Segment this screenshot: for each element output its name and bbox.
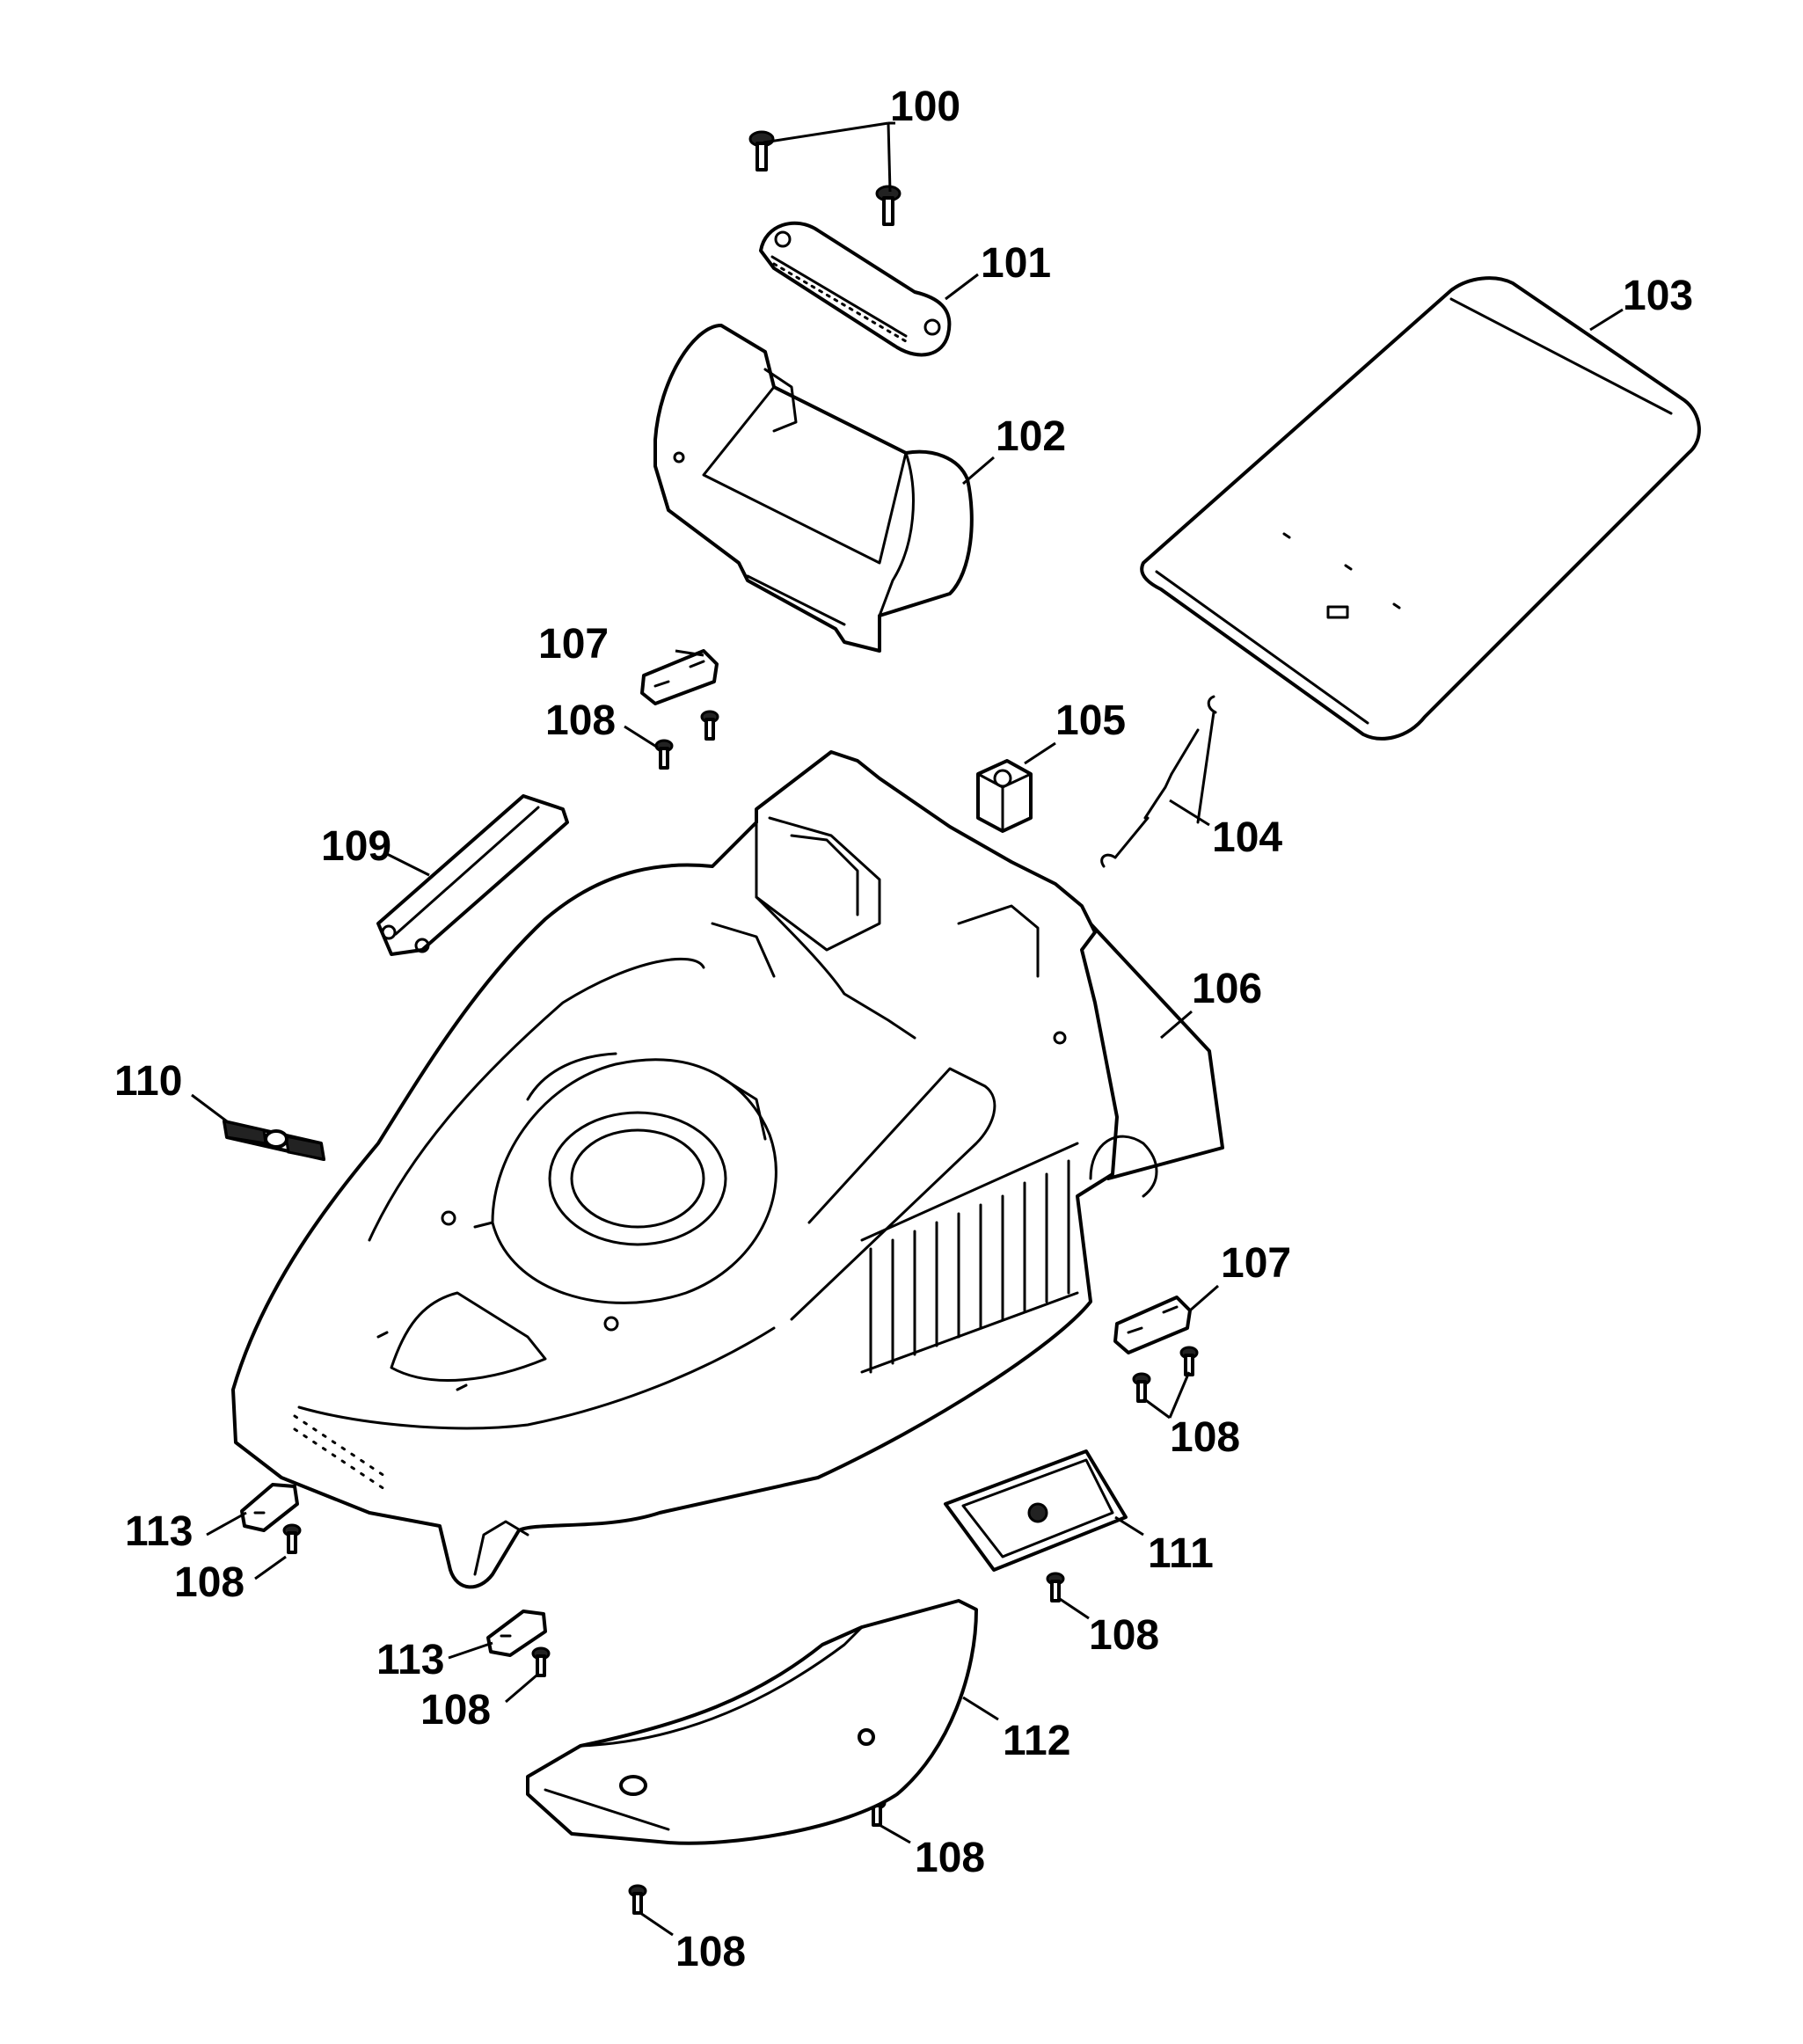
callout-108-skirt: 108 [915, 1835, 985, 1881]
callout-110: 110 [114, 1058, 182, 1105]
callout-106: 106 [1192, 966, 1262, 1012]
callout-107-right: 107 [1221, 1240, 1291, 1287]
screw-108-3 [1179, 1346, 1199, 1376]
screw-100a [748, 130, 775, 172]
callout-100: 100 [890, 84, 960, 130]
callout-102: 102 [996, 413, 1066, 460]
callout-labels: 100 101 102 103 104 105 106 107 107 108 … [114, 84, 1693, 1975]
callout-109: 109 [321, 823, 391, 870]
part-110-badge [223, 1120, 325, 1161]
leader-lines [191, 121, 1624, 1937]
part-104-spring [1100, 695, 1217, 868]
part-100-screws [748, 130, 902, 226]
part-102-housing [653, 324, 974, 653]
callout-104: 104 [1212, 814, 1282, 861]
part-113-clip-left [240, 1483, 299, 1532]
part-mower-deck [231, 750, 1158, 1589]
screw-108-9 [628, 1884, 647, 1915]
callout-101: 101 [981, 240, 1051, 287]
callout-113-left: 113 [125, 1508, 193, 1555]
deck-vent-grille [860, 1142, 1079, 1374]
part-113-clip-center [486, 1610, 547, 1657]
callout-108-center: 108 [420, 1687, 491, 1734]
screw-100b [875, 185, 902, 226]
part-101-grip [759, 221, 952, 357]
part-107-bracket-top [640, 649, 719, 705]
callout-108-right: 108 [1170, 1414, 1240, 1461]
part-103-lid [1140, 276, 1701, 741]
callout-111: 111 [1148, 1530, 1214, 1577]
part-109-strip [376, 794, 569, 956]
screw-108-2 [654, 739, 674, 770]
callout-113-center: 113 [376, 1637, 444, 1683]
screw-108-1 [700, 710, 719, 741]
callout-112: 112 [1003, 1718, 1070, 1764]
part-107-bracket-right [1113, 1296, 1192, 1354]
part-105-clip [976, 759, 1033, 833]
part-112-skirt [526, 1599, 978, 1845]
callout-108-bottom: 108 [675, 1929, 746, 1975]
callout-108-left: 108 [174, 1559, 245, 1606]
callout-108-vent: 108 [1089, 1612, 1159, 1659]
part-111-vent-cover [944, 1449, 1128, 1572]
screw-108-4 [1132, 1372, 1151, 1403]
screw-108-5 [282, 1523, 302, 1554]
callout-103: 103 [1623, 273, 1693, 319]
callout-108-top: 108 [545, 697, 616, 744]
screw-108-7 [531, 1646, 551, 1677]
callout-107-top: 107 [538, 621, 609, 668]
callout-105: 105 [1055, 697, 1126, 744]
screw-108-6 [1046, 1572, 1065, 1602]
